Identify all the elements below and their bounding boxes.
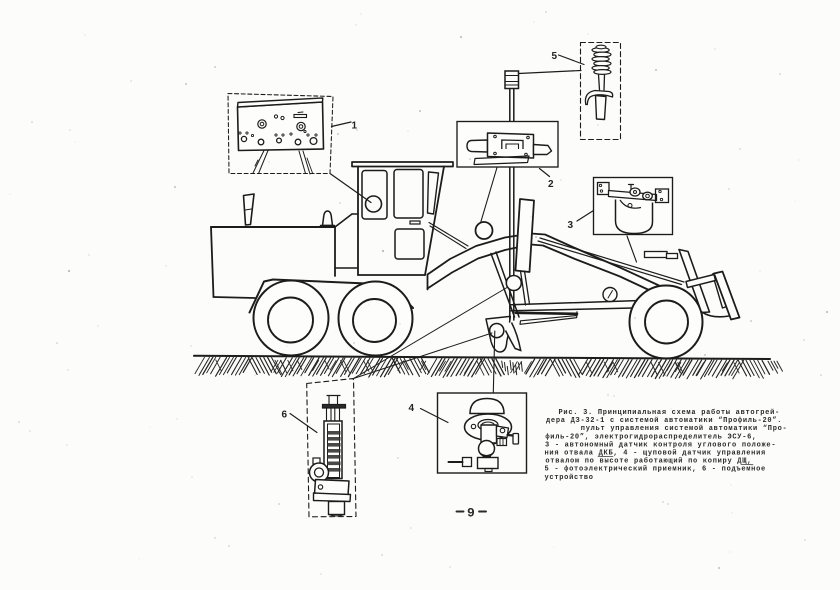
svg-text:6: 6 bbox=[282, 410, 288, 421]
svg-text:Рис. 3. Принципиальная схема р: Рис. 3. Принципиальная схема работы авто… bbox=[559, 408, 780, 417]
svg-text:3: 3 bbox=[568, 220, 574, 231]
svg-text:5: 5 bbox=[552, 51, 558, 62]
svg-text:пульт управления системой авто: пульт управления системой автоматики “Пр… bbox=[581, 424, 788, 433]
svg-text:дера ДЗ-32-1 с системой автома: дера ДЗ-32-1 с системой автоматики “Проф… bbox=[546, 416, 782, 425]
svg-text:ния отвала ДКБ, 4 - щуповой да: ния отвала ДКБ, 4 - щуповой датчик управ… bbox=[545, 449, 766, 458]
svg-text:филь-20”, электрогидрораспр: филь-20”, электрогидрораспределитель ЭСУ… bbox=[545, 433, 757, 441]
svg-text:устройство: устройство bbox=[545, 473, 594, 482]
svg-text:1: 1 bbox=[352, 121, 358, 132]
svg-text:4: 4 bbox=[409, 403, 415, 414]
svg-text:отвалом по высоте работающий: отвалом по высоте работающий по копиру Д… bbox=[545, 457, 752, 466]
svg-text:3 - автономный датчик контроля: 3 - автономный датчик контроля углового … bbox=[545, 440, 776, 449]
svg-text:9: 9 bbox=[467, 506, 475, 521]
svg-text:5 - фотоэлектрический приемник: 5 - фотоэлектрический приемник, 6 - подъ… bbox=[545, 465, 766, 474]
svg-text:2: 2 bbox=[548, 179, 554, 190]
